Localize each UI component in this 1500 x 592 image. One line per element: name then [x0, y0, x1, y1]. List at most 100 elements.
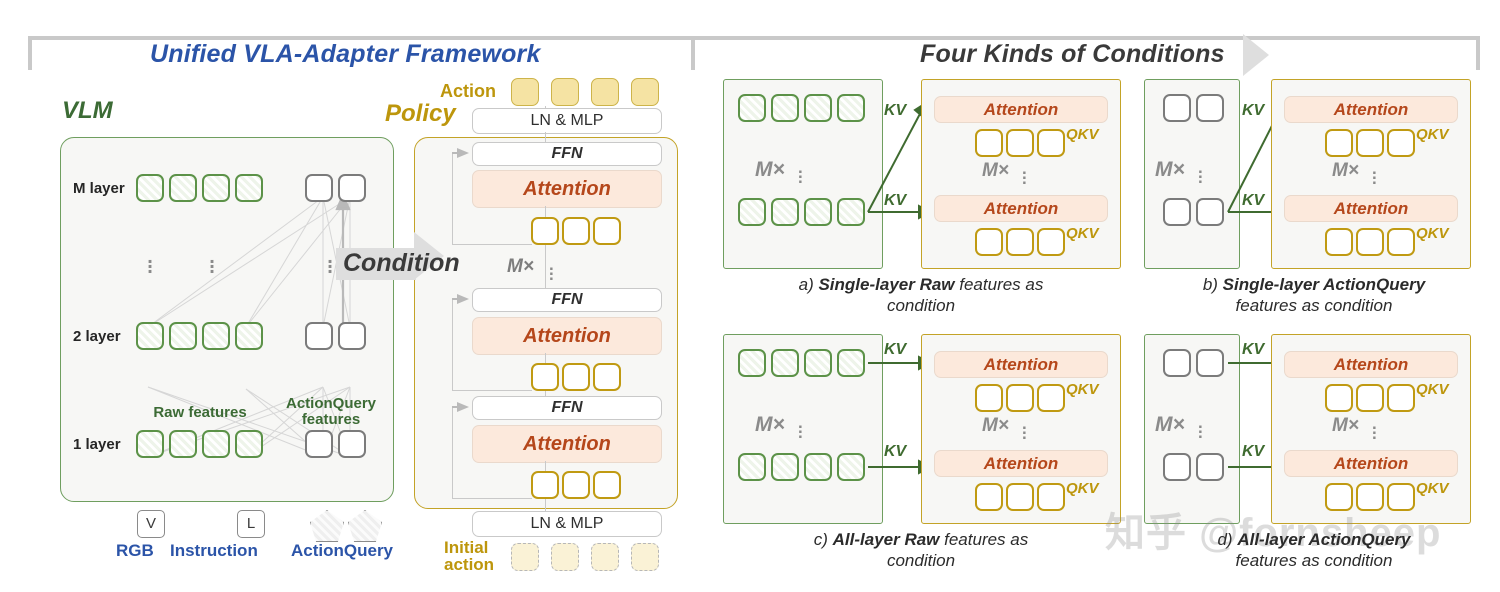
residual-line: [452, 390, 532, 392]
panel-c-target-ellipsis: ...: [1022, 414, 1027, 443]
instruction-input-glyph: L: [237, 510, 265, 538]
action-token: [631, 78, 659, 106]
panel-c-kv-label-top: KV: [884, 341, 907, 358]
bottom-ln-mlp-bar: LN & MLP: [472, 511, 662, 537]
initial-action-token: [511, 543, 539, 571]
policy-repeat-ellipsis: ...: [549, 255, 554, 284]
initial-action-token: [551, 543, 579, 571]
layer-label-m: M layer: [73, 180, 125, 197]
panel-b-repeat-label: M×: [1155, 158, 1185, 181]
panel-d-source-token: [1196, 349, 1224, 377]
panel-b-caption-bold: Single-layer ActionQuery: [1222, 275, 1426, 294]
panel-a-attention-1: Attention: [934, 96, 1108, 123]
panel-b-qkv-token: [1387, 129, 1415, 157]
ffn-bar-1: FFN: [472, 142, 662, 166]
policy-flow-line: [545, 499, 547, 511]
watermark: 知乎 @fornsheep: [1105, 511, 1442, 555]
panel-d-qkv-label: QKV: [1416, 480, 1449, 497]
vlm-vertical-ellipsis: ...: [327, 246, 333, 278]
panel-c-source-token: [837, 349, 865, 377]
panel-d-attention-2: Attention: [1284, 450, 1458, 477]
policy-flow-line: [545, 245, 547, 289]
panel-a-caption-bold: Single-layer Raw: [818, 275, 955, 294]
panel-b-attention-1: Attention: [1284, 96, 1458, 123]
vlm-connector-lines: [147, 192, 351, 458]
panel-c-source-token: [804, 453, 832, 481]
panel-c-qkv-token: [975, 384, 1003, 412]
panel-a-source-token: [771, 198, 799, 226]
ffn-bar-2: FFN: [472, 288, 662, 312]
attention-block-1: Attention: [472, 170, 662, 208]
panel-a-repeat-ellipsis: ...: [798, 158, 803, 187]
panel-a-caption-rest: features as: [954, 275, 1044, 294]
panel-b-source-token: [1196, 94, 1224, 122]
policy-token: [593, 363, 621, 391]
panel-b-repeat-ellipsis: ...: [1198, 158, 1203, 187]
action-token: [511, 78, 539, 106]
policy-token: [593, 217, 621, 245]
condition-arrow-head: [414, 232, 444, 280]
vlm-raw-token: [202, 322, 230, 350]
vlm-raw-token: [202, 174, 230, 202]
panel-d-target-ellipsis: ...: [1372, 414, 1377, 443]
vlm-vertical-ellipsis: ...: [147, 246, 153, 278]
vlm-actionquery-token: [305, 430, 333, 458]
panel-a-attention-2: Attention: [934, 195, 1108, 222]
right-section-title: Four Kinds of Conditions: [920, 40, 1225, 68]
actionquery-features-label-line1: ActionQuery: [285, 395, 376, 412]
policy-flow-line: [545, 353, 547, 365]
instruction-label: Instruction: [170, 541, 258, 560]
panel-b-qkv-token: [1387, 228, 1415, 256]
vlm-raw-token: [136, 322, 164, 350]
panel-b-caption-line2: features as condition: [1235, 296, 1393, 315]
frame-left-tick: [28, 36, 32, 70]
panel-c-caption-rest: features as: [939, 530, 1029, 549]
actionquery-features-label-line2: features: [301, 411, 361, 428]
panel-d-repeat-label: M×: [1155, 413, 1185, 436]
condition-arrow-body: [336, 248, 416, 280]
panel-a-source-token: [738, 198, 766, 226]
policy-flow-line: [545, 461, 547, 473]
frame-top-rule: [28, 36, 1480, 40]
panel-d-qkv-label: QKV: [1416, 381, 1449, 398]
vlm-label: VLM: [62, 97, 113, 124]
panel-a-target-repeat: M×: [982, 160, 1009, 181]
policy-token: [531, 363, 559, 391]
panel-a-source-token: [804, 198, 832, 226]
panel-d-qkv-token: [1356, 483, 1384, 511]
panel-a-qkv-label: QKV: [1066, 225, 1099, 242]
vlm-raw-token: [169, 174, 197, 202]
panel-d-caption-line2: features as condition: [1235, 551, 1393, 570]
panel-d-qkv-token: [1325, 483, 1353, 511]
policy-flow-line: [545, 391, 547, 399]
rgb-input-glyph: V: [137, 510, 165, 538]
panel-b-source-token: [1163, 198, 1191, 226]
residual-line: [452, 244, 532, 246]
top-ln-mlp-bar: LN & MLP: [472, 108, 662, 134]
panel-b-qkv-label: QKV: [1416, 126, 1449, 143]
panel-c-attention-1: Attention: [934, 351, 1108, 378]
panel-c-target-repeat: M×: [982, 415, 1009, 436]
attention-block-3: Attention: [472, 425, 662, 463]
panel-c-qkv-token: [975, 483, 1003, 511]
vlm-raw-token: [169, 322, 197, 350]
initial-action-label-line1: Initial: [444, 538, 489, 557]
vlm-raw-token: [136, 430, 164, 458]
raw-features-label: Raw features: [153, 404, 247, 421]
policy-token: [562, 471, 590, 499]
policy-token: [562, 217, 590, 245]
panel-d-repeat-ellipsis: ...: [1198, 413, 1203, 442]
policy-flow-line: [545, 206, 547, 220]
residual-line: [452, 406, 454, 499]
panel-d-source-token: [1163, 453, 1191, 481]
rgb-label: RGB: [116, 541, 154, 560]
vlm-actionquery-token: [305, 174, 333, 202]
panel-d-caption: d) All-layer ActionQuery features as con…: [1144, 529, 1484, 571]
panel-c-kv-label-bottom: KV: [884, 443, 907, 460]
panel-c-caption-line2: condition: [886, 551, 956, 570]
panel-a-caption-prefix: a): [798, 275, 819, 294]
vlm-actionquery-token: [338, 430, 366, 458]
panel-a-repeat-label: M×: [755, 158, 785, 181]
panel-d-caption-prefix: d): [1217, 530, 1238, 549]
panel-d-qkv-token: [1325, 384, 1353, 412]
